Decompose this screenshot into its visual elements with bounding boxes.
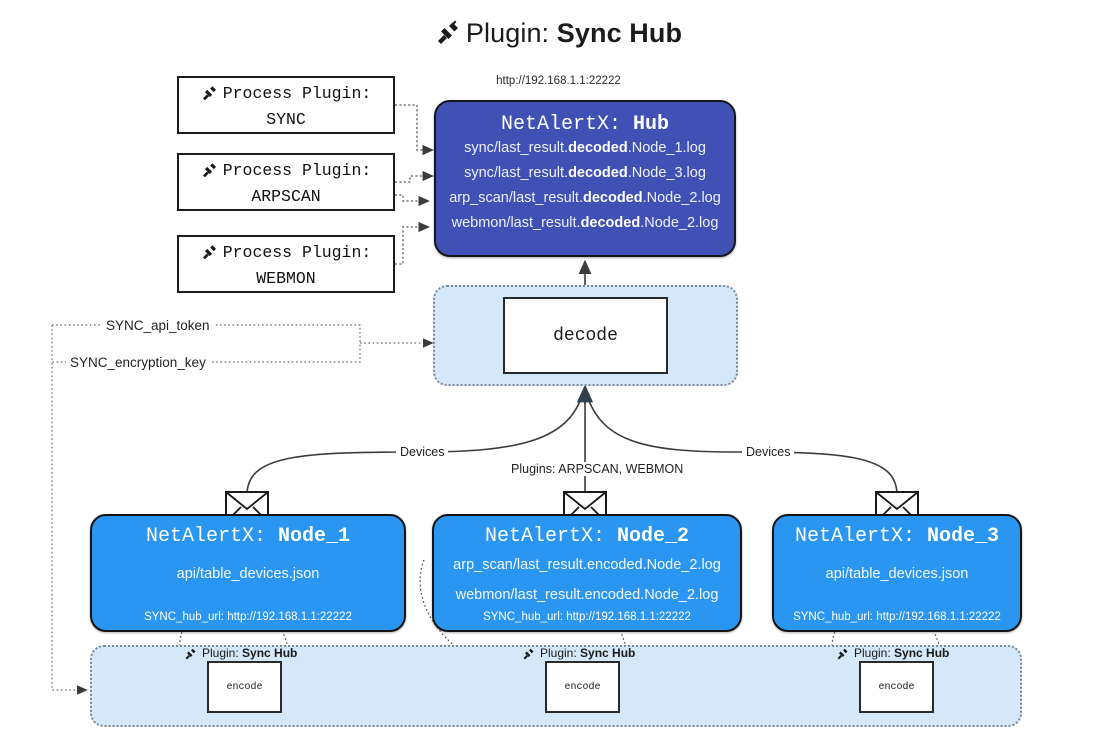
node-hub-url-label: SYNC_hub_url: http://192.168.1.1:22222 <box>144 611 352 623</box>
encode-plugin-label: Plugin: Sync Hub <box>184 646 297 660</box>
plug-icon <box>837 648 848 660</box>
plug-icon <box>437 20 458 44</box>
node-line: api/table_devices.json <box>176 566 320 582</box>
node-box-node-1[interactable]: NetAlertX: Node_1 api/table_devices.json… <box>90 514 406 632</box>
process-plugin-line1: Process Plugin: <box>222 84 372 103</box>
plug-icon <box>185 648 196 660</box>
process-plugin-line2: ARPSCAN <box>251 187 321 206</box>
hub-log-line: sync/last_result.decoded.Node_1.log <box>464 140 706 156</box>
title-prefix: Plugin: <box>465 18 557 48</box>
node-hub-url-label: SYNC_hub_url: http://192.168.1.1:22222 <box>483 611 691 623</box>
process-plugin-box-arpscan[interactable]: Process Plugin: ARPSCAN <box>177 153 395 211</box>
node-hub-url-label: SYNC_hub_url: http://192.168.1.1:22222 <box>793 611 1001 623</box>
hub-title-prefix: NetAlertX: <box>500 113 633 136</box>
node-box-node-2[interactable]: NetAlertX: Node_2 arp_scan/last_result.e… <box>432 514 742 632</box>
hub-title-name: Hub <box>633 113 670 136</box>
process-plugin-box-webmon[interactable]: Process Plugin: WEBMON <box>177 235 395 293</box>
encode-plugin-label: Plugin: Sync Hub <box>836 646 949 660</box>
edge-label-plugins: Plugins: ARPSCAN, WEBMON <box>507 462 688 476</box>
decode-box[interactable]: decode <box>503 297 668 374</box>
plug-icon <box>202 86 216 101</box>
process-plugin-box-sync[interactable]: Process Plugin: SYNC <box>177 76 395 134</box>
plug-icon <box>202 245 216 260</box>
process-plugin-line1: Process Plugin: <box>222 243 372 262</box>
encode-box[interactable]: encode <box>207 661 282 713</box>
hub-box[interactable]: NetAlertX: Hub sync/last_result.decoded.… <box>434 100 736 257</box>
node-title: NetAlertX: Node_1 <box>145 525 351 548</box>
edge-label-devices-left: Devices <box>396 445 449 459</box>
node-line: webmon/last_result.encoded.Node_2.log <box>455 587 719 603</box>
node-line: arp_scan/last_result.encoded.Node_2.log <box>453 557 721 573</box>
encode-box[interactable]: encode <box>545 661 620 713</box>
title-name: Sync Hub <box>556 18 683 48</box>
hub-title: NetAlertX: Hub <box>436 113 734 136</box>
hub-log-line: webmon/last_result.decoded.Node_2.log <box>451 215 719 231</box>
plug-icon <box>202 163 216 178</box>
node-box-node-3[interactable]: NetAlertX: Node_3 api/table_devices.json… <box>772 514 1022 632</box>
plug-icon <box>523 648 534 660</box>
page-title: Plugin: Sync Hub <box>0 18 1117 49</box>
hub-log-line: sync/last_result.decoded.Node_3.log <box>464 165 706 181</box>
edge-label-devices-right: Devices <box>742 445 795 459</box>
sync-api-token-label: SYNC_api_token <box>102 318 214 333</box>
process-plugin-line2: SYNC <box>266 110 306 129</box>
hub-url-label: http://192.168.1.1:22222 <box>496 75 621 87</box>
node-title: NetAlertX: Node_3 <box>794 525 1000 548</box>
node-title: NetAlertX: Node_2 <box>484 525 690 548</box>
hub-log-line: arp_scan/last_result.decoded.Node_2.log <box>449 190 721 206</box>
sync-encryption-key-label: SYNC_encryption_key <box>66 355 210 370</box>
encode-plugin-label: Plugin: Sync Hub <box>522 646 635 660</box>
encode-box[interactable]: encode <box>859 661 934 713</box>
process-plugin-line1: Process Plugin: <box>222 161 372 180</box>
node-line: api/table_devices.json <box>825 566 969 582</box>
process-plugin-line2: WEBMON <box>256 269 316 288</box>
